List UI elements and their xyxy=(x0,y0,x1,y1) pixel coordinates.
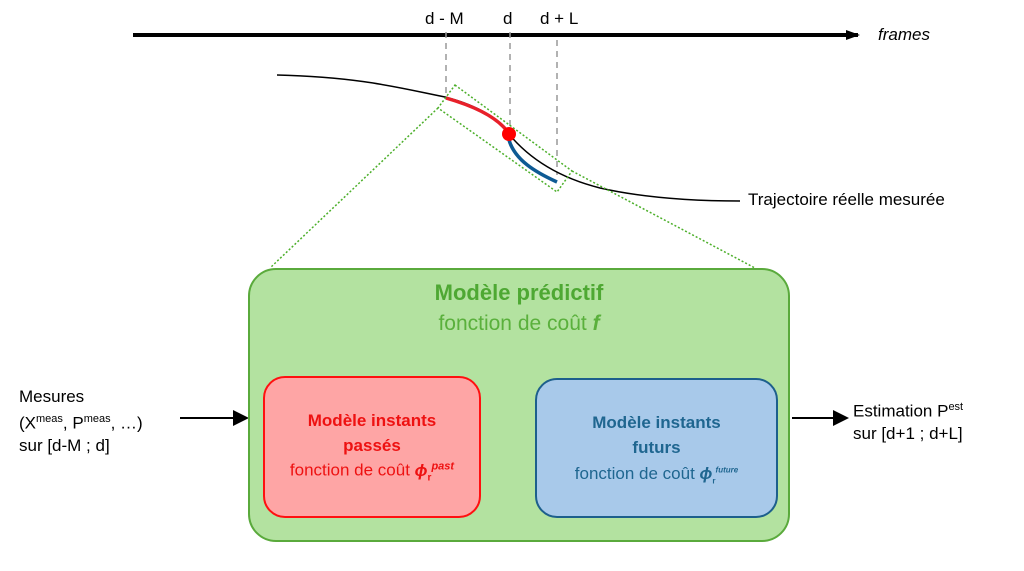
future-title-2: futurs xyxy=(632,438,681,457)
phi-sub: r xyxy=(427,472,432,484)
cost-symbol-f: f xyxy=(592,312,600,335)
zoom-window xyxy=(436,83,574,194)
past-title-1: Modèle instants xyxy=(307,411,437,430)
current-point xyxy=(502,127,516,141)
future-cost-label: fonction de coût xyxy=(574,464,695,483)
inputs-line1: Mesures xyxy=(19,387,85,406)
past-cost-label: fonction de coût xyxy=(289,460,410,480)
outputs-label: Estimation Pest sur [d+1 ; d+L] xyxy=(853,396,963,445)
inputs-etc: , …) xyxy=(110,413,143,433)
past-segment xyxy=(445,96,510,134)
tick-label-d-plus-l: d + L xyxy=(540,9,579,28)
inputs-label: Mesures (Xmeas, Pmeas, …) sur [d-M ; d] xyxy=(19,386,143,457)
inputs-sup1: meas xyxy=(36,413,63,425)
outputs-sup: est xyxy=(948,401,964,413)
phi-sup-past: past xyxy=(431,460,455,472)
tick-label-d: d xyxy=(503,9,513,28)
past-title-2: passés xyxy=(343,436,401,455)
outputs-line1: Estimation P xyxy=(853,401,949,421)
outputs-line2: sur [d+1 ; d+L] xyxy=(853,423,963,443)
axis-label: frames xyxy=(878,25,930,44)
future-segment xyxy=(507,139,558,184)
inputs-sup2: meas xyxy=(83,413,111,425)
inputs-line3: sur [d-M ; d] xyxy=(19,435,110,455)
phi-sup-future: future xyxy=(715,465,739,475)
tick-label-d-minus-m: d - M xyxy=(425,9,464,28)
trajectory-label: Trajectoire réelle mesurée xyxy=(748,190,945,209)
inputs-p: , P xyxy=(62,413,84,433)
phi-symbol: ϕ xyxy=(699,464,713,483)
phi-sub: r xyxy=(712,476,716,486)
phi-symbol: ϕ xyxy=(414,460,428,480)
future-model-box: Modèle instants futurs fonction de coût ϕ… xyxy=(535,378,778,518)
inputs-x: (X xyxy=(19,413,36,433)
past-model-box: Modèle instants passés fonction de coût ϕ… xyxy=(263,376,481,518)
predictive-model-title: Modèle prédictif xyxy=(434,280,604,305)
predictive-model-subtitle: fonction de coût xyxy=(438,312,587,335)
future-title-1: Modèle instants xyxy=(592,413,721,432)
